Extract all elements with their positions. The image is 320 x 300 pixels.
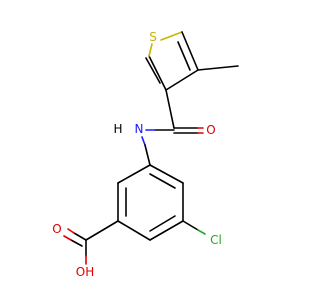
- bond-b6-inner: [149, 173, 176, 189]
- atom-cl: Cl: [210, 233, 222, 247]
- atom-n-amine: N: [135, 122, 144, 136]
- atom-s: S: [149, 30, 157, 44]
- bond-b4-inner: [149, 215, 176, 232]
- bond-c5-s: [148, 43, 153, 57]
- bond-c2-c3: [181, 31, 199, 71]
- bond-c-o-2b: [63, 235, 72, 241]
- bond-c-cl: [182, 220, 199, 231]
- bond-ring-carbonyl: [165, 89, 175, 129]
- bond-c2-c3-inner: [177, 41, 191, 71]
- bond-ring-cooh: [85, 220, 119, 241]
- bond-n-ring-a: [141, 136, 146, 146]
- bond-c4-c5-inner: [145, 57, 161, 84]
- bond-s-c2: [160, 31, 183, 41]
- bond-b6: [149, 164, 184, 184]
- bond-c-o-1: [73, 232, 87, 241]
- molecule-diagram: S O H N O OH Cl: [52, 30, 239, 279]
- bond-c4-c5: [148, 55, 167, 91]
- bond-b4: [149, 220, 184, 241]
- atom-o-amide: O: [206, 123, 215, 137]
- bond-b1: [117, 164, 151, 184]
- benzene-ring: [117, 164, 184, 241]
- bond-c3-c4: [165, 69, 199, 91]
- bond-c-cl-b: [197, 229, 206, 235]
- bond-c-o-1b: [67, 228, 75, 234]
- bond-b3: [117, 220, 151, 241]
- thiophene-ring: [145, 31, 199, 91]
- bond-c-o-2: [70, 239, 83, 247]
- bond-methyl: [197, 65, 239, 71]
- atom-oh: OH: [76, 265, 94, 279]
- atom-o-acid: O: [52, 222, 61, 236]
- atom-h-amine: H: [113, 122, 122, 136]
- bond-n-ring-b: [144, 144, 151, 166]
